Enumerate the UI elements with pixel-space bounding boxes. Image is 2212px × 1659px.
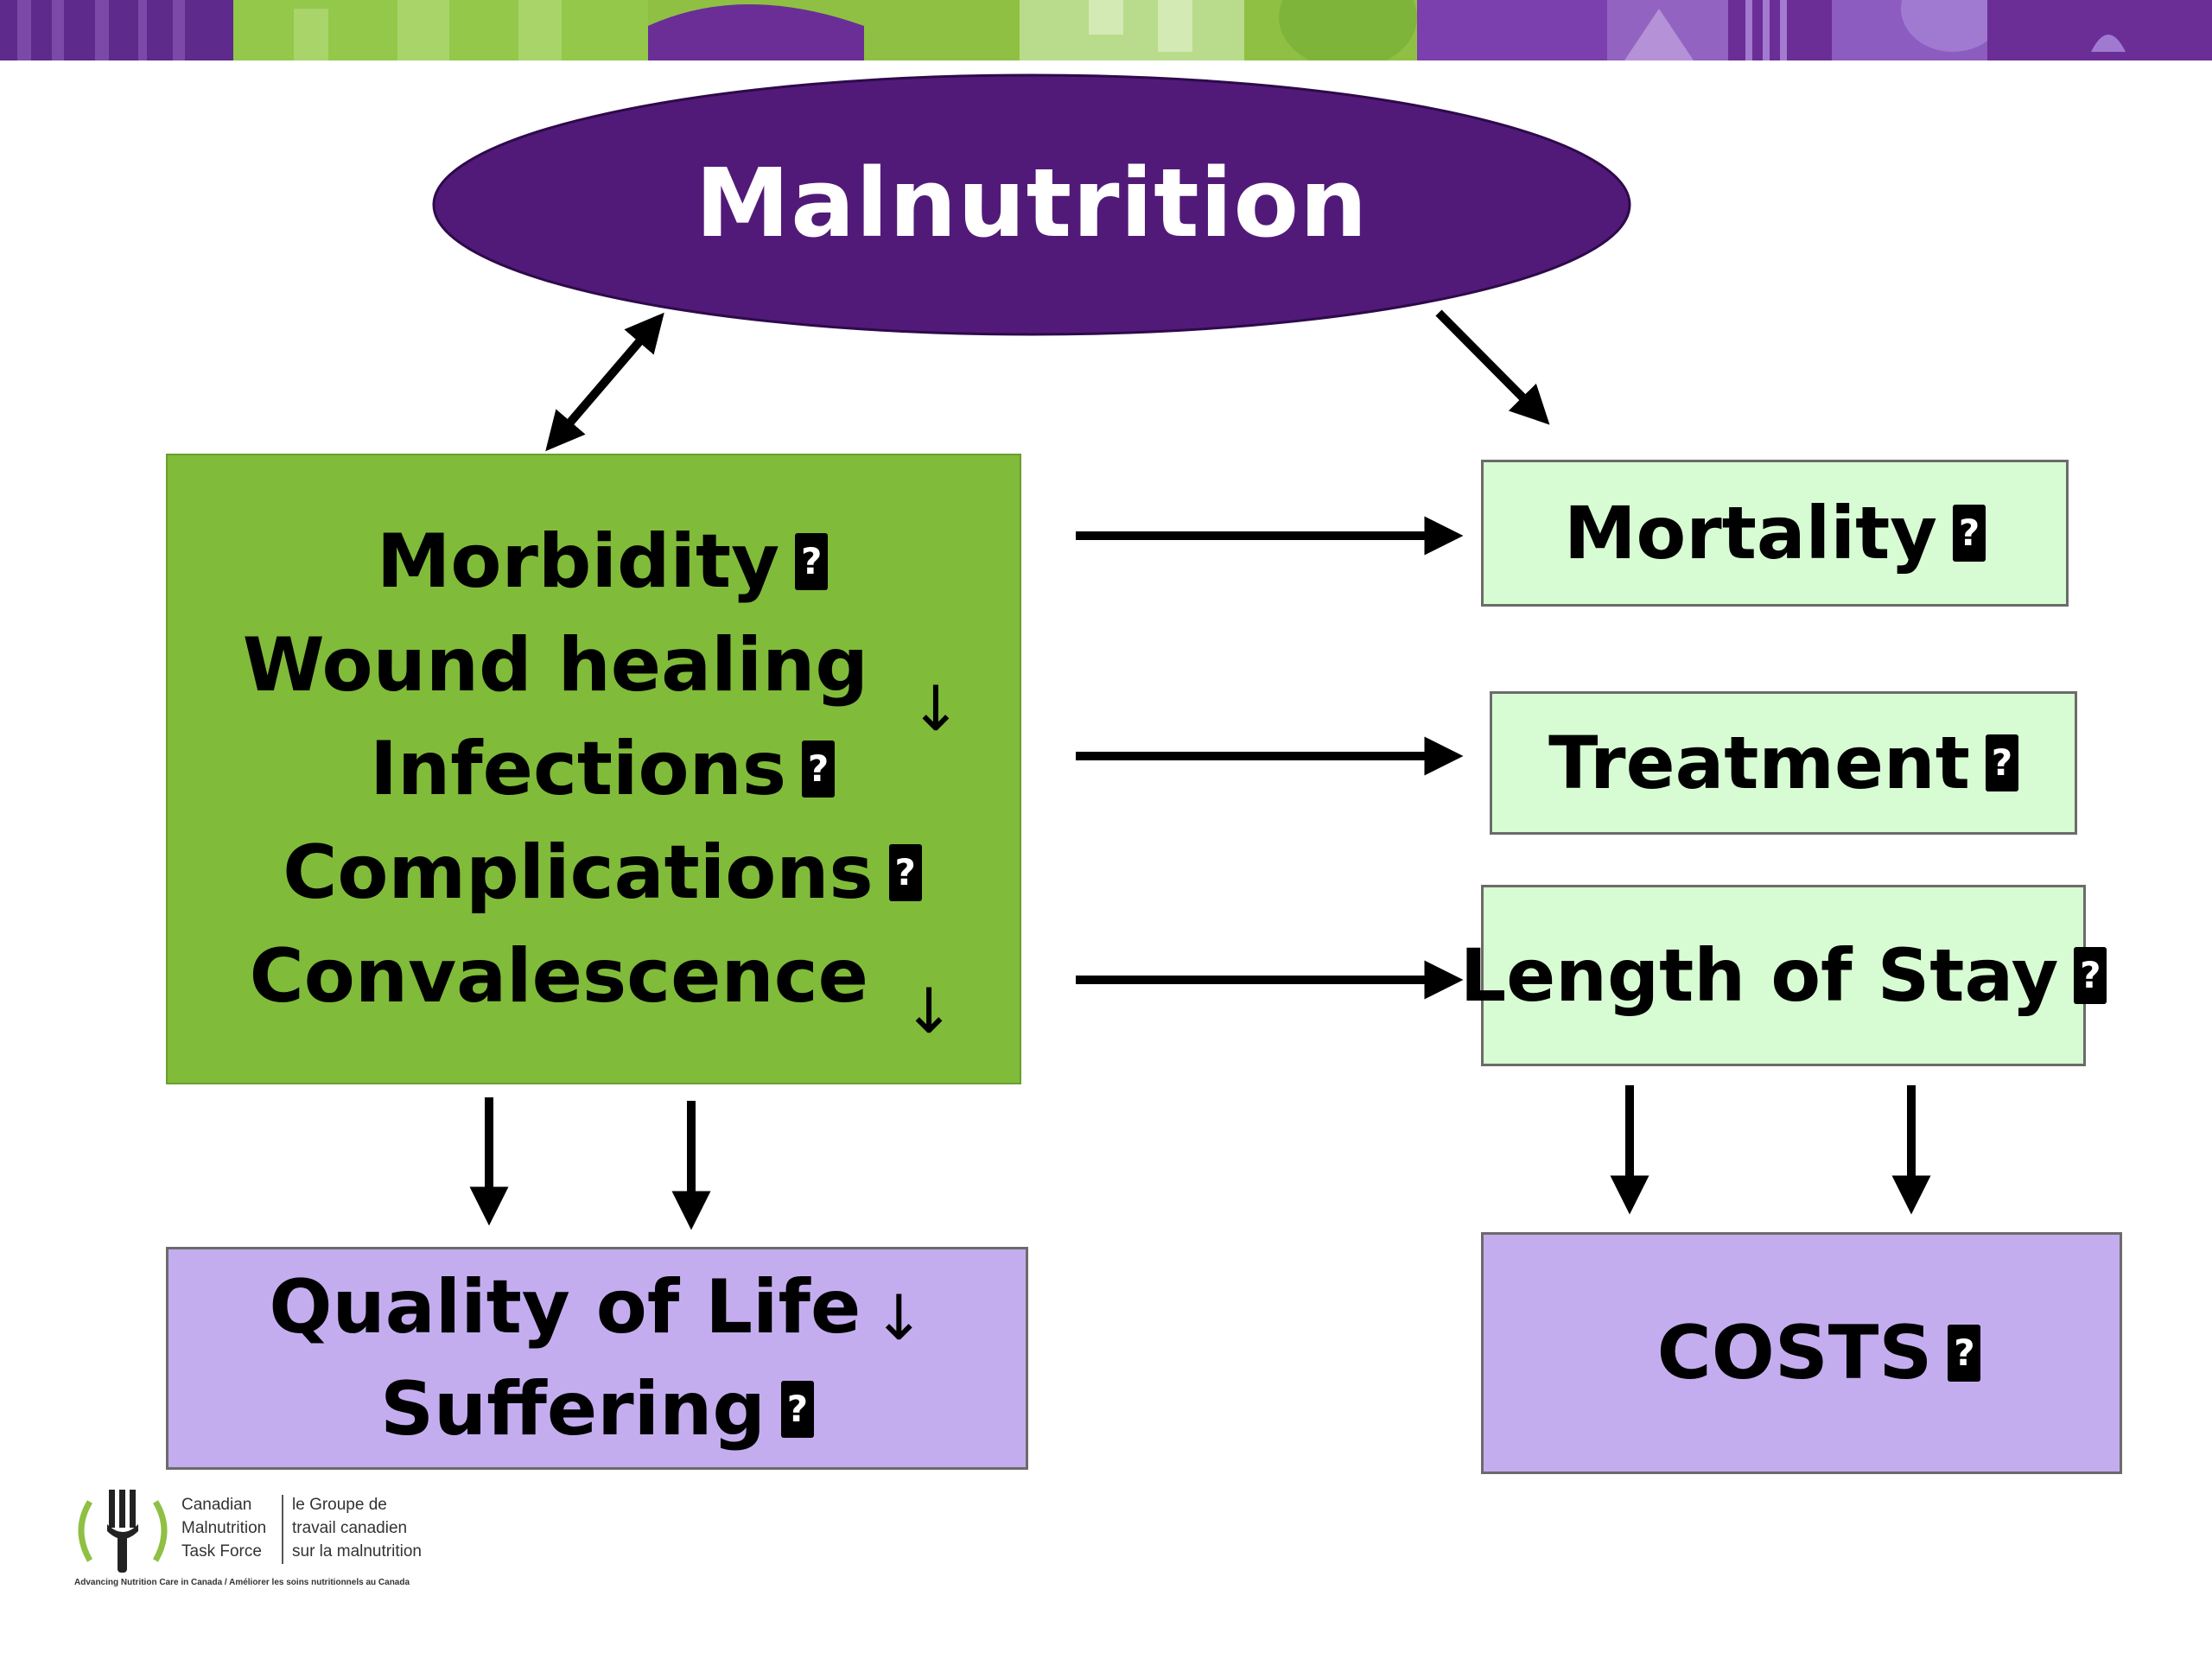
increase-mark: ? xyxy=(888,844,922,901)
qol-line-suffering: Suffering? xyxy=(380,1358,814,1460)
left-line-complications: Complications? xyxy=(283,821,922,925)
left-line-wound-healing: Wound healing↓ xyxy=(242,613,962,740)
treatment-label: Treatment xyxy=(1548,721,1970,805)
costs-box: COSTS? xyxy=(1481,1232,2122,1474)
left-line-text: Convalescence xyxy=(249,933,869,1020)
length-of-stay-box: Length of Stay? xyxy=(1460,885,2107,1066)
qol-line-quality: Quality of Life↓ xyxy=(269,1256,925,1358)
treatment-box: Treatment? xyxy=(1490,691,2077,835)
quality-of-life-box: Quality of Life↓ Suffering? xyxy=(166,1247,1028,1470)
qol-text: Quality of Life xyxy=(269,1264,861,1351)
mortality-label: Mortality xyxy=(1563,491,1938,575)
suffering-text: Suffering xyxy=(380,1366,766,1452)
logo-en-line: Malnutrition xyxy=(181,1519,267,1537)
malnutrition-label: Malnutrition xyxy=(695,148,1369,258)
increase-mark: ? xyxy=(780,1381,814,1438)
logo-text-en: Canadian Malnutrition Task Force xyxy=(181,1493,266,1563)
arrow-malnutrition-morbidity xyxy=(545,312,664,452)
treatment-line: Treatment? xyxy=(1548,721,2018,805)
left-line-text: Infections xyxy=(369,726,787,812)
morbidity-box: Morbidity? Wound healing↓ Infections? Co… xyxy=(166,454,1021,1084)
increase-mark: ? xyxy=(1948,1325,1981,1382)
mortality-line: Mortality? xyxy=(1564,491,1986,575)
left-line-morbidity: Morbidity? xyxy=(376,510,829,613)
down-arrow-icon: ↓ xyxy=(909,672,963,745)
left-line-convalescence: Convalescence↓ xyxy=(249,925,956,1042)
length-of-stay-label: Length of Stay xyxy=(1459,933,2059,1018)
logo-en-line: Canadian xyxy=(181,1496,252,1514)
header-banner xyxy=(0,0,2212,60)
logo-fr-line: le Groupe de xyxy=(292,1496,387,1514)
logo-fr-line: travail canadien xyxy=(292,1519,408,1537)
fork-icon xyxy=(78,1490,168,1573)
cmtf-logo: Canadian Malnutrition Task Force le Grou… xyxy=(71,1483,468,1595)
costs-line: COSTS? xyxy=(1657,1302,1981,1404)
increase-mark: ? xyxy=(795,533,829,590)
down-arrow-icon: ↓ xyxy=(873,1281,925,1354)
increase-mark: ? xyxy=(802,741,836,798)
down-arrow-icon: ↓ xyxy=(903,975,956,1047)
logo-fr-line: sur la malnutrition xyxy=(292,1542,422,1560)
increase-mark: ? xyxy=(1953,505,1986,562)
left-line-text: Morbidity xyxy=(376,518,780,605)
length-of-stay-line: Length of Stay? xyxy=(1460,933,2107,1018)
increase-mark: ? xyxy=(2074,947,2107,1004)
logo-divider xyxy=(282,1495,283,1564)
left-line-text: Complications xyxy=(283,830,874,916)
costs-label: COSTS xyxy=(1656,1310,1933,1396)
logo-en-line: Task Force xyxy=(181,1542,262,1560)
increase-mark: ? xyxy=(1985,734,2018,791)
logo-text-fr: le Groupe de travail canadien sur la mal… xyxy=(292,1493,422,1563)
malnutrition-ellipse xyxy=(432,73,1631,336)
logo-tagline: Advancing Nutrition Care in Canada / Amé… xyxy=(74,1578,410,1587)
arrow-malnutrition-mortality xyxy=(1435,309,1550,425)
left-line-text: Wound healing xyxy=(242,622,868,709)
left-line-infections: Infections? xyxy=(369,717,836,821)
mortality-box: Mortality? xyxy=(1481,460,2069,607)
